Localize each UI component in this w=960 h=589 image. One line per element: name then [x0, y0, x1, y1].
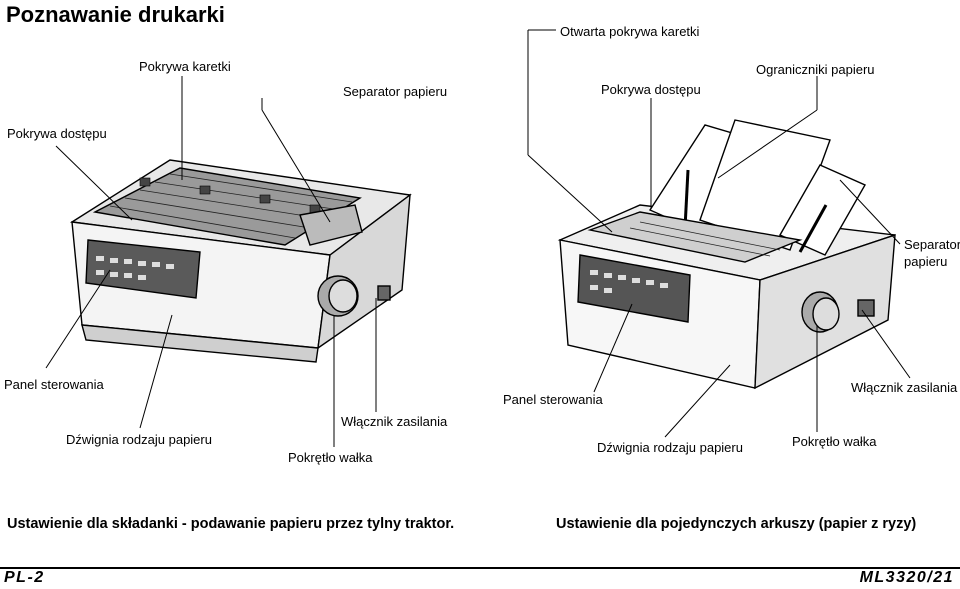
label-right-power-switch: Włącznik zasilania: [851, 380, 958, 395]
footer-model: ML3320/21: [859, 569, 954, 586]
right-leader-lines: [527, 29, 911, 438]
label-right-access-cover: Pokrywa dostępu: [601, 82, 701, 97]
label-right-paper-separator-2: papieru: [904, 254, 948, 269]
label-right-control-panel: Panel sterowania: [503, 392, 603, 407]
footer-rule: [0, 567, 960, 569]
label-power-switch: Włącznik zasilania: [341, 414, 448, 429]
label-carriage-cover: Pokrywa karetki: [139, 59, 231, 74]
label-right-platen-knob: Pokrętło wałka: [792, 434, 877, 449]
label-paper-type-lever: Dźwignia rodzaju papieru: [66, 432, 212, 447]
label-paper-separator: Separator papieru: [343, 84, 448, 99]
right-printer-illustration: [557, 119, 896, 390]
label-access-cover: Pokrywa dostępu: [7, 126, 107, 141]
caption-right: Ustawienie dla pojedynczych arkuszy (pap…: [556, 516, 917, 532]
left-leader-lines: [45, 76, 377, 447]
label-right-paper-separator-1: Separator: [904, 237, 960, 252]
label-open-carriage-cover: Otwarta pokrywa karetki: [560, 24, 700, 39]
page-title: Poznawanie drukarki: [6, 2, 225, 27]
label-paper-guides: Ograniczniki papieru: [756, 62, 875, 77]
label-control-panel: Panel sterowania: [4, 377, 104, 392]
caption-left: Ustawienie dla składanki - podawanie pap…: [7, 516, 455, 532]
left-printer-illustration: [69, 159, 412, 363]
footer-page-number: PL-2: [4, 569, 45, 586]
label-right-paper-type-lever: Dźwignia rodzaju papieru: [597, 440, 743, 455]
label-platen-knob: Pokrętło wałka: [288, 450, 373, 465]
